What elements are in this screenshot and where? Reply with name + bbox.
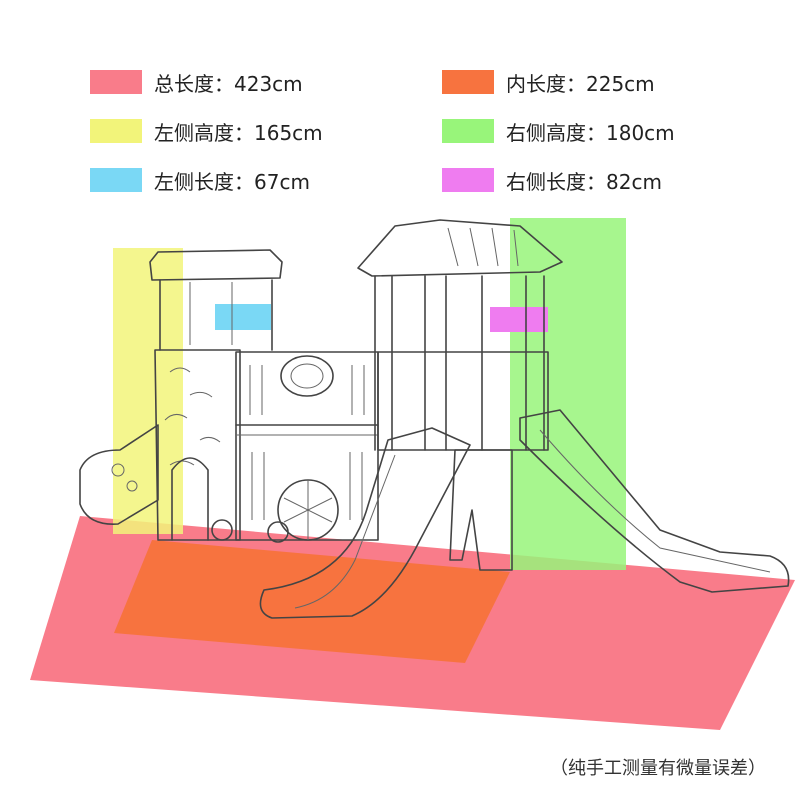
legend-right-height: 右侧高度：180cm [442,117,675,145]
legend-right-length: 右侧长度：82cm [442,166,662,194]
legend-inner-length: 内长度：225cm [442,68,655,96]
legend-label-left-length: 左侧长度：67cm [154,169,310,194]
legend-swatch-right-length [442,168,494,192]
legend-swatch-inner-length [442,70,494,94]
legend-swatch-right-height [442,119,494,143]
legend-label-right-length: 右侧长度：82cm [506,169,662,194]
legend-label-right-height: 右侧高度：180cm [506,120,675,145]
playset-line-drawing [79,219,790,619]
left-length-marker [215,304,271,330]
legend-label-inner-length: 内长度：225cm [506,71,655,96]
legend-swatch-total-length [90,70,142,94]
right-length-marker [490,307,548,332]
inner-length-area [114,540,510,663]
legend-label-left-height: 左侧高度：165cm [154,120,323,145]
legend-left-length: 左侧长度：67cm [90,166,310,194]
legend-label-total-length: 总长度：423cm [154,71,303,96]
measurement-note: （纯手工测量有微量误差） [550,758,766,779]
legend-left-height: 左侧高度：165cm [90,117,323,145]
legend-swatch-left-height [90,119,142,143]
legend-swatch-left-length [90,168,142,192]
right-height-area [510,218,626,570]
legend-total-length: 总长度：423cm [90,68,303,96]
